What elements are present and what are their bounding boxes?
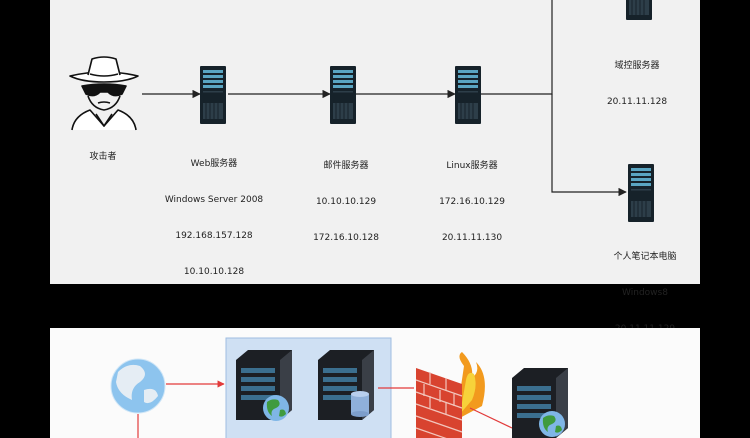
linux-server-icon xyxy=(454,65,482,125)
domain-controller-server-icon xyxy=(625,0,653,21)
dmz-topology-panel xyxy=(50,328,700,438)
dmz-diagram xyxy=(110,337,568,438)
database-cylinder-icon xyxy=(351,391,369,417)
mail-server-label: 邮件服务器 10.10.10.129 172.16.10.128 xyxy=(313,136,379,268)
mail-server-ip-1: 10.10.10.129 xyxy=(315,197,377,207)
topology-diagram xyxy=(69,0,655,223)
domain-controller-ip: 20.11.11.128 xyxy=(606,97,668,107)
web-server-ip-1: 192.168.157.128 xyxy=(175,231,253,241)
edge-firewall-server xyxy=(469,407,513,429)
edge-linux-dc xyxy=(481,0,553,95)
mail-server-ip-2: 172.16.10.128 xyxy=(313,233,379,243)
web-server-icon xyxy=(199,65,227,125)
network-topology-panel: 攻击者 Web服务器 Windows Server 2008 192.168.1… xyxy=(50,0,700,334)
web-server-label: Web服务器 Windows Server 2008 192.168.157.1… xyxy=(165,134,263,302)
firewall-icon xyxy=(415,352,485,438)
laptop-name: 个人笔记本电脑 xyxy=(613,252,677,262)
web-server-name: Web服务器 xyxy=(190,159,238,169)
web-globe-badge-icon xyxy=(263,395,289,421)
linux-server-name: Linux服务器 xyxy=(446,161,498,171)
domain-controller-name: 域控服务器 xyxy=(614,61,660,71)
attacker-label: 攻击者 xyxy=(89,152,117,162)
mail-server-name: 邮件服务器 xyxy=(323,161,369,171)
laptop-server-icon xyxy=(627,163,655,223)
linux-server-ip-2: 20.11.11.130 xyxy=(441,233,503,243)
web-server-ip-2: 10.10.10.128 xyxy=(183,267,245,277)
linux-server-ip-1: 172.16.10.129 xyxy=(439,197,505,207)
domain-controller-label: 域控服务器 20.11.11.128 xyxy=(607,36,667,132)
internet-globe-icon xyxy=(110,358,166,414)
attacker-icon xyxy=(69,56,139,131)
mail-server-icon xyxy=(329,65,357,125)
internal-globe-badge-icon xyxy=(539,411,565,437)
laptop-os: Windows8 xyxy=(622,288,668,298)
edge-linux-laptop xyxy=(551,94,627,197)
linux-server-label: Linux服务器 172.16.10.129 20.11.11.130 xyxy=(439,136,505,268)
web-server-os: Windows Server 2008 xyxy=(164,195,264,205)
